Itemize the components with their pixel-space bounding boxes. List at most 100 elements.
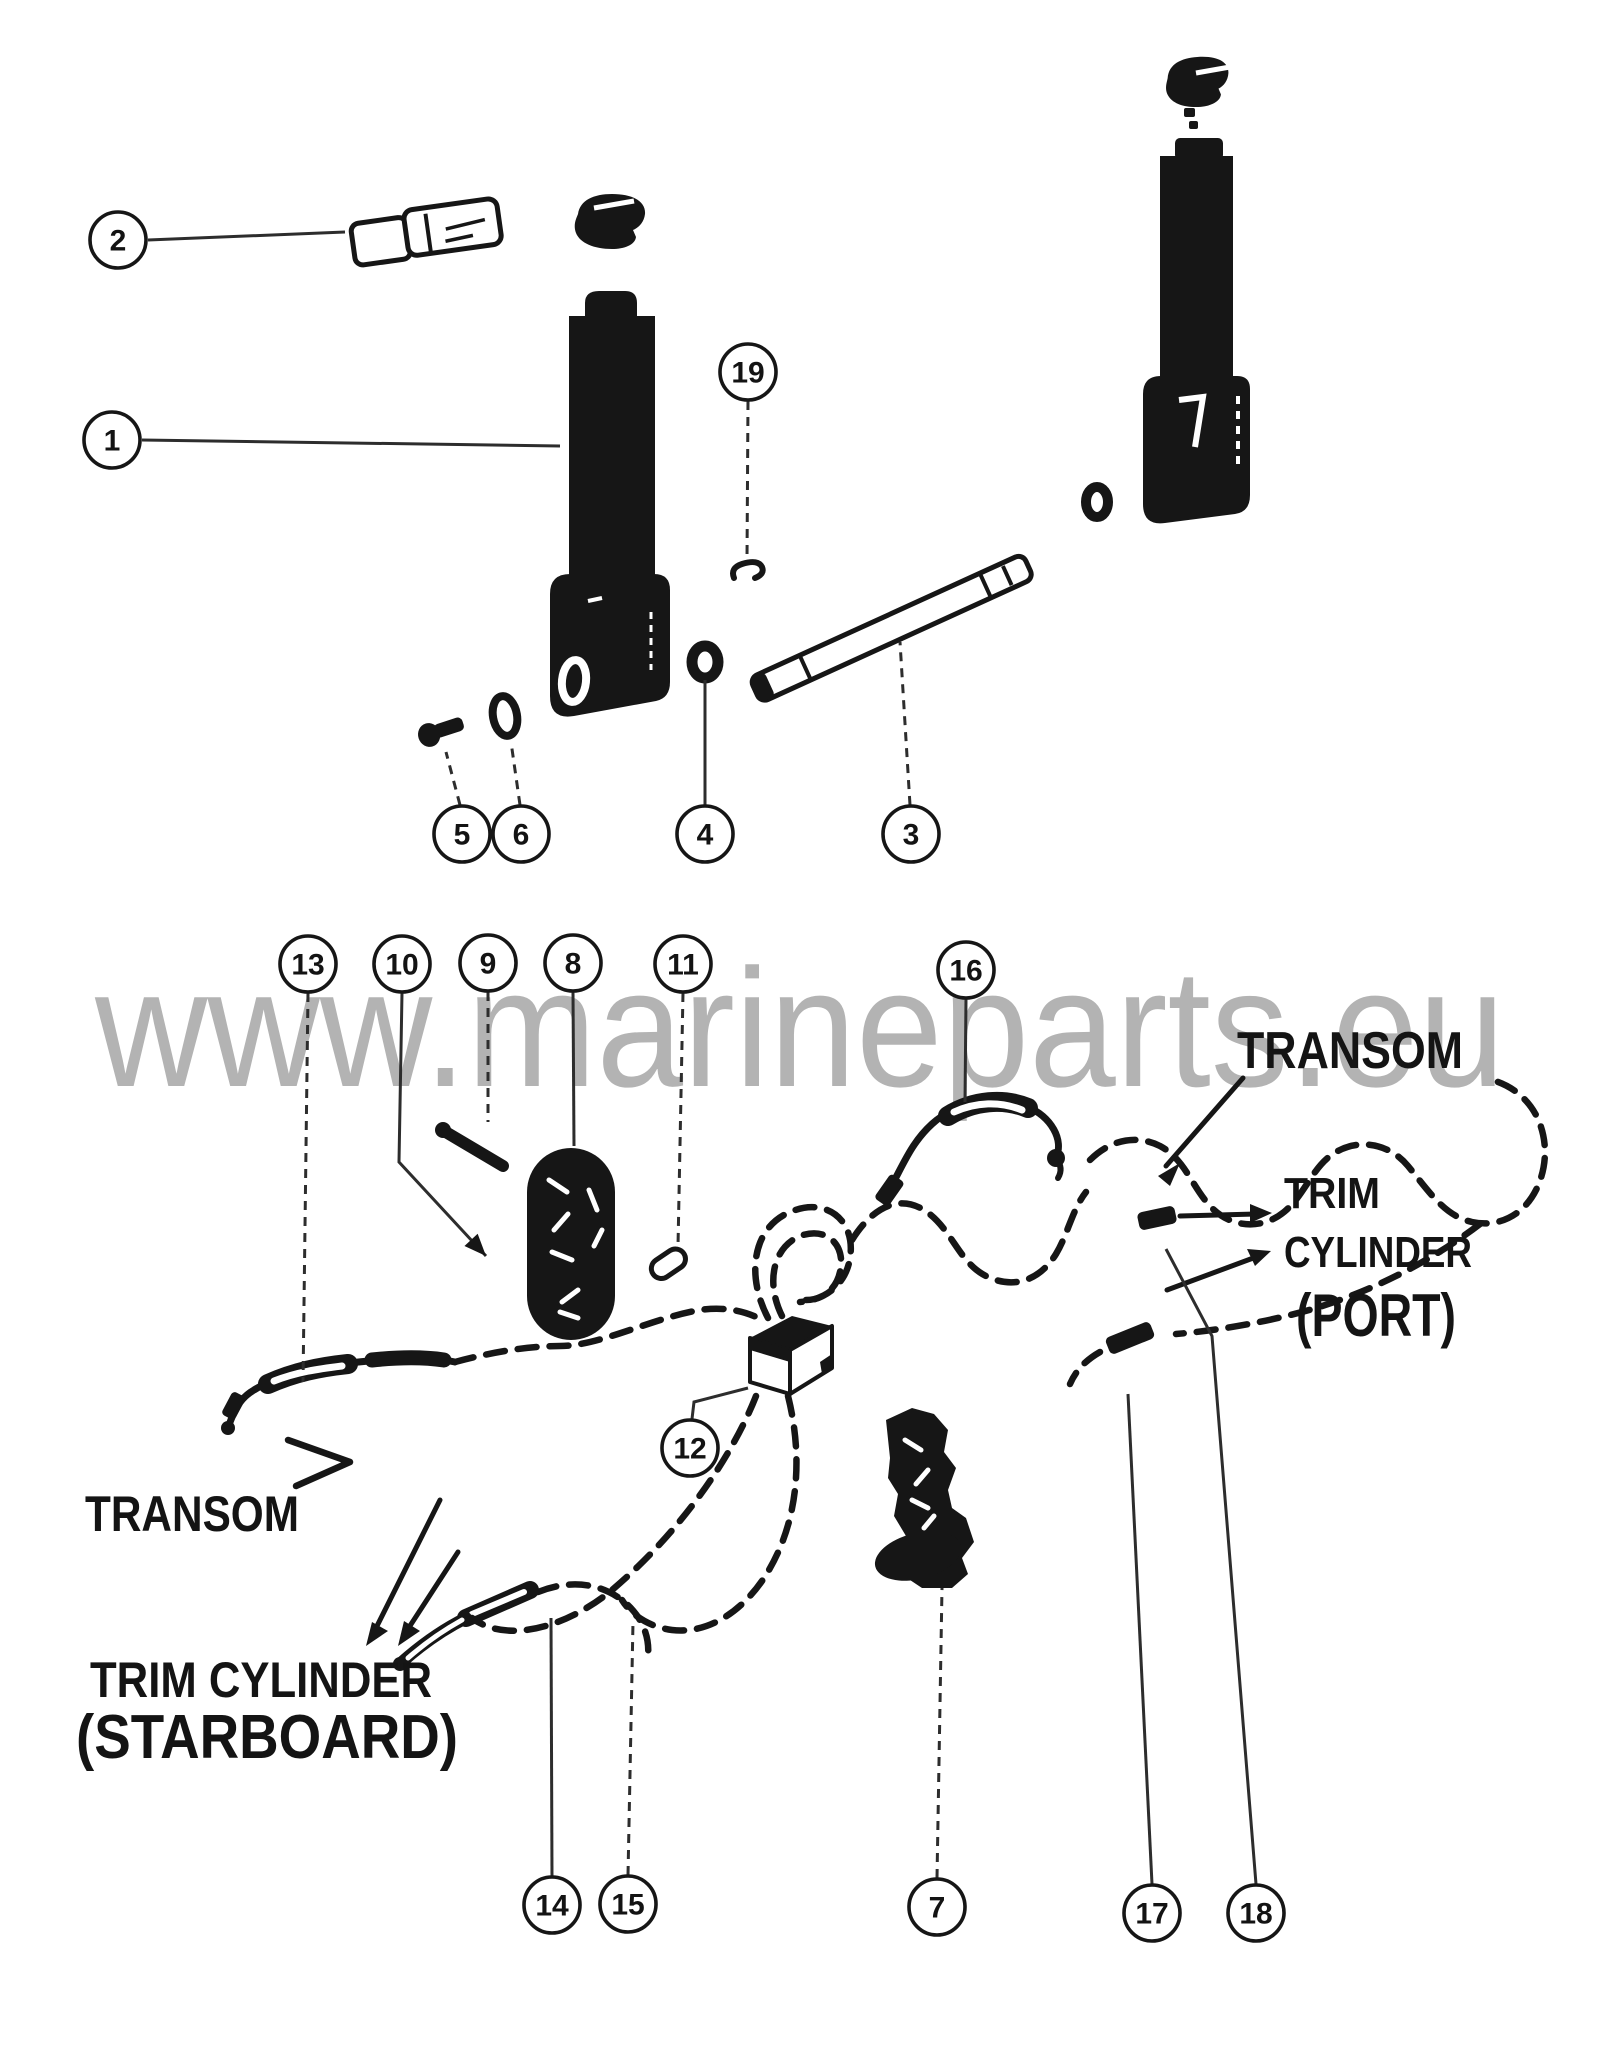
callout-14[interactable]: 14 [522, 1617, 582, 1935]
callout-leader-3 [898, 641, 912, 806]
callout-circle-16[interactable] [936, 940, 996, 1000]
part-12-junction-block [748, 1316, 834, 1396]
arrowhead-icon [366, 1622, 388, 1646]
callout-leader-19 [745, 400, 750, 561]
o-ring-icon [1081, 482, 1113, 522]
callout-number-14: 14 [535, 1890, 569, 1923]
part-8-mounting-block [527, 1148, 615, 1340]
arrowhead-icon [1250, 1204, 1272, 1223]
callout-3[interactable]: 3 [881, 641, 941, 864]
callout-circle-9[interactable] [458, 933, 518, 993]
callout-circle-3[interactable] [881, 804, 941, 864]
part-11-ferrule [648, 1246, 688, 1281]
callout-circle-12[interactable] [660, 1418, 720, 1478]
callout-circle-5[interactable] [432, 804, 492, 864]
callout-circle-14[interactable] [522, 1875, 582, 1935]
part-1-trim-cylinder-left [550, 194, 670, 717]
label-trim-cylinder-port-line3: (PORT) [1296, 1282, 1456, 1349]
callout-number-4: 4 [697, 819, 714, 852]
callout-leader-8 [571, 991, 576, 1147]
callout-16[interactable]: 16 [936, 940, 996, 1103]
label-transom-right: TRANSOM [1237, 1022, 1463, 1080]
callout-number-15: 15 [611, 1889, 644, 1922]
callout-circle-2[interactable] [88, 210, 148, 270]
port-hose-fitting-lower [1105, 1322, 1155, 1354]
callout-number-17: 17 [1135, 1898, 1168, 1931]
callout-6[interactable]: 6 [491, 741, 551, 864]
callout-7[interactable]: 7 [907, 1587, 967, 1937]
callout-leader-6 [509, 741, 522, 806]
part-4-o-ring [686, 640, 724, 684]
callout-circle-8[interactable] [543, 933, 603, 993]
callout-2[interactable]: 2 [88, 210, 346, 270]
callout-circle-17[interactable] [1122, 1883, 1182, 1943]
label-transom-left: TRANSOM [85, 1486, 299, 1542]
callout-leader-13 [301, 992, 310, 1383]
callout-number-3: 3 [903, 819, 920, 852]
callout-leader-7 [935, 1587, 944, 1879]
callout-19[interactable]: 19 [718, 342, 778, 561]
callout-11[interactable]: 11 [653, 934, 713, 1247]
callout-number-5: 5 [454, 819, 471, 852]
callout-number-10: 10 [385, 949, 418, 982]
cylinder-cap-icon [1166, 56, 1229, 108]
part-3-piston-rod [749, 553, 1034, 703]
callout-circle-19[interactable] [718, 342, 778, 402]
callout-number-13: 13 [291, 949, 324, 982]
callout-12[interactable]: 12 [660, 1386, 749, 1478]
starboard-hose-fitting-lower [393, 1581, 539, 1671]
callout-leader-15 [626, 1621, 635, 1876]
callout-10[interactable]: 10 [372, 934, 488, 1258]
callout-number-7: 7 [929, 1892, 946, 1925]
callout-circle-6[interactable] [491, 804, 551, 864]
callout-leader-16 [963, 998, 968, 1103]
callout-circle-15[interactable] [598, 1874, 658, 1934]
hydraulic-hose-routes [451, 1076, 1549, 1660]
callout-circle-18[interactable] [1226, 1883, 1286, 1943]
callout-number-2: 2 [110, 225, 127, 258]
callout-number-9: 9 [480, 948, 497, 981]
part-trim-cylinder-right [1081, 56, 1250, 524]
callout-leader-1 [141, 438, 561, 448]
callout-1[interactable]: 1 [82, 410, 561, 470]
callout-18[interactable]: 18 [1164, 1248, 1286, 1943]
annotation-arrows [284, 1075, 1272, 1646]
callout-circle-13[interactable] [278, 934, 338, 994]
callout-13[interactable]: 13 [278, 934, 338, 1383]
callout-number-11: 11 [667, 949, 699, 982]
callout-5[interactable]: 5 [432, 751, 492, 864]
cylinder-cap-icon [574, 194, 646, 249]
labels: TRANSOM TRIM CYLINDER (PORT) TRANSOM TRI… [76, 1022, 1472, 1772]
callout-circle-10[interactable] [372, 934, 432, 994]
label-trim-cylinder-starboard-line2: (STARBOARD) [76, 1703, 458, 1772]
part-7-anchor-bracket [874, 1408, 974, 1588]
part-2-fill-plug [348, 196, 504, 268]
callout-8[interactable]: 8 [543, 933, 603, 1147]
port-hose-fitting-upper [1137, 1206, 1177, 1230]
callout-leader-2 [147, 230, 346, 242]
arrowhead-icon [398, 1621, 420, 1646]
callout-number-18: 18 [1239, 1898, 1272, 1931]
callout-4[interactable]: 4 [675, 680, 735, 864]
arrowhead-icon [1158, 1163, 1180, 1186]
callout-leader-17 [1126, 1393, 1154, 1885]
part-16-hose-transom [875, 1091, 1065, 1206]
callout-15[interactable]: 15 [598, 1621, 658, 1934]
callout-9[interactable]: 9 [458, 933, 518, 1122]
callout-leader-11 [676, 992, 685, 1247]
callout-circle-4[interactable] [675, 804, 735, 864]
callout-leader-12 [690, 1386, 749, 1420]
callout-number-1: 1 [104, 425, 121, 458]
rod-eye-hole [557, 656, 591, 706]
callout-number-19: 19 [731, 357, 764, 390]
callout-circle-11[interactable] [653, 934, 713, 994]
callout-17[interactable]: 17 [1122, 1393, 1182, 1943]
part-6-washer [488, 692, 522, 740]
callout-circle-7[interactable] [907, 1877, 967, 1937]
arrowhead-icon [1247, 1249, 1271, 1266]
callout-leader-10 [397, 992, 488, 1258]
callout-circle-1[interactable] [82, 410, 142, 470]
part-19-retaining-clip [730, 559, 766, 581]
